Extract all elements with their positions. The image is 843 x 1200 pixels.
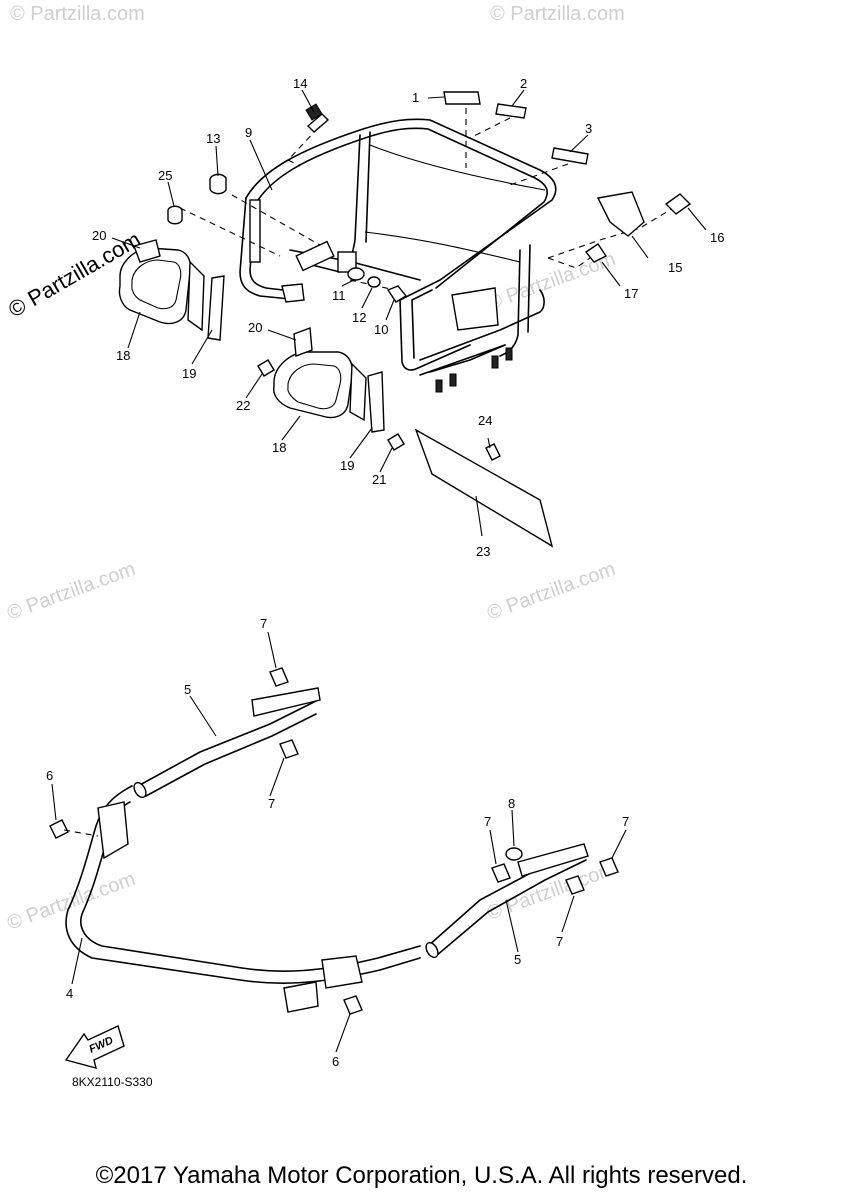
inner-bracket <box>451 287 499 331</box>
mount-tab <box>281 283 305 303</box>
light-housing-left-18 <box>118 239 205 332</box>
foot <box>491 355 499 369</box>
watermark-text: © Partzilla.com <box>484 558 618 625</box>
foot <box>505 347 513 361</box>
plate-23 <box>414 428 554 548</box>
callout-7d: 7 <box>622 814 629 829</box>
mount-tab <box>295 240 335 272</box>
diagram-code: 8KX2110-S330 <box>72 1075 153 1089</box>
callout-25: 25 <box>158 168 172 183</box>
bolt-6-left <box>49 819 69 839</box>
callout-20-left: 20 <box>92 228 106 243</box>
watermark-text: © Partzilla.com <box>4 558 138 625</box>
callout-1: 1 <box>412 90 419 105</box>
callout-19-right: 19 <box>340 458 354 473</box>
bolt-7e <box>565 875 585 895</box>
slot <box>249 199 261 263</box>
bracket-20-left <box>133 239 161 263</box>
bracket-20-right <box>293 327 313 357</box>
screw-24 <box>485 443 501 461</box>
bolt-7b <box>279 739 299 759</box>
callout-6-bottom: 6 <box>332 1054 339 1069</box>
watermark-text: © Partzilla.com <box>10 3 145 25</box>
bracket-15 <box>596 191 645 237</box>
bolt-7a <box>269 667 289 687</box>
bolt-21 <box>387 433 405 451</box>
callout-4: 4 <box>66 986 73 1001</box>
faint-watermarks: © Partzilla.com © Partzilla.com © Partzi… <box>4 3 625 935</box>
callout-21: 21 <box>372 472 386 487</box>
callout-5-lower: 5 <box>514 952 521 967</box>
bumper-bar-4 <box>65 785 421 1013</box>
callout-3: 3 <box>585 121 592 136</box>
stay-19-left <box>207 275 225 341</box>
bolt-14 <box>305 103 330 133</box>
bumper-bar-5-lower <box>425 843 589 959</box>
decal-1 <box>443 91 481 105</box>
decal-3 <box>551 147 589 165</box>
callout-22: 22 <box>236 398 250 413</box>
callout-11: 11 <box>332 288 346 303</box>
grommet-13 <box>209 173 227 195</box>
callout-17: 17 <box>624 286 638 301</box>
callout-10: 10 <box>374 322 388 337</box>
mount-tab <box>337 251 357 273</box>
callout-23: 23 <box>476 544 490 559</box>
callout-20-right: 20 <box>248 320 262 335</box>
foot <box>435 379 443 393</box>
callout-18-left: 18 <box>116 348 130 363</box>
stay-19-right <box>367 371 385 433</box>
bolt-7d <box>599 857 619 877</box>
callout-7b: 7 <box>268 796 275 811</box>
foot <box>449 373 457 387</box>
grommet-25 <box>167 205 183 225</box>
bolt-7c <box>491 863 511 883</box>
collar-8 <box>505 847 523 861</box>
rack-frame-9 <box>239 118 557 393</box>
callout-7e: 7 <box>556 934 563 949</box>
callout-24: 24 <box>478 413 492 428</box>
callout-12: 12 <box>352 310 366 325</box>
bolt-6-bottom <box>343 995 363 1015</box>
callout-2: 2 <box>520 76 527 91</box>
bolt-16 <box>664 193 692 215</box>
callout-9: 9 <box>245 125 252 140</box>
callout-19-left: 19 <box>182 366 196 381</box>
bumper-bar-5-upper <box>133 687 321 799</box>
callout-labels: 1 2 3 14 13 9 25 20 18 19 20 22 18 19 21… <box>46 76 724 1069</box>
callout-16: 16 <box>710 230 724 245</box>
light-housing-right-18 <box>273 327 367 422</box>
watermark-text: © Partzilla.com <box>490 3 625 25</box>
nut-22 <box>257 359 275 377</box>
callout-7a: 7 <box>260 616 267 631</box>
callout-15: 15 <box>668 260 682 275</box>
callout-6-left: 6 <box>46 768 53 783</box>
leader-lines <box>51 89 707 1053</box>
washer-12 <box>367 276 381 288</box>
callout-18-right: 18 <box>272 440 286 455</box>
decal-2 <box>495 103 527 119</box>
callout-14: 14 <box>293 76 307 91</box>
callout-13: 13 <box>206 131 220 146</box>
callout-7c: 7 <box>484 814 491 829</box>
callout-5-upper: 5 <box>184 682 191 697</box>
nut-10 <box>386 285 408 303</box>
copyright-notice: ©2017 Yamaha Motor Corporation, U.S.A. A… <box>95 1162 748 1189</box>
fwd-arrow-icon: FWD <box>64 1025 125 1069</box>
callout-8: 8 <box>508 796 515 811</box>
collar-11 <box>347 267 365 281</box>
nut-17 <box>584 243 608 263</box>
